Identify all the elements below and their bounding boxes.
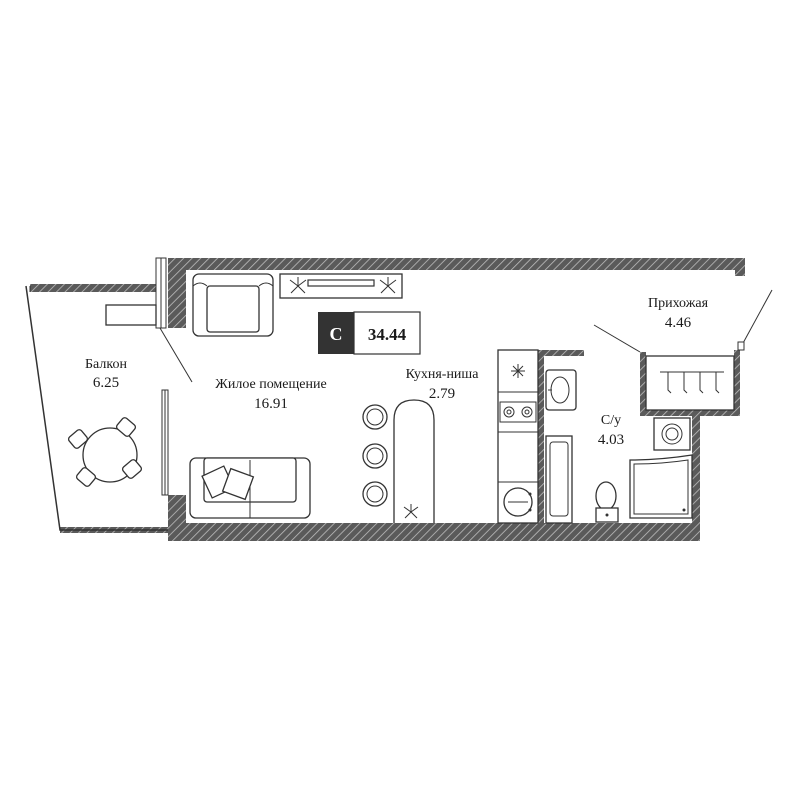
bathroom-fixtures [545, 369, 693, 524]
washing-machine-bath [653, 417, 691, 451]
wall-hall-right [734, 350, 740, 414]
wall-top [170, 258, 745, 270]
toilet [595, 481, 619, 523]
wall-right-bath [692, 412, 700, 540]
wall-left-lower [168, 495, 186, 541]
wall-hall-left [640, 352, 646, 414]
stove-icon [499, 401, 537, 423]
tv-stand [279, 273, 403, 299]
room-name-living: Жилое помещение [215, 377, 326, 392]
apartment-type-letter: С [330, 324, 343, 344]
plant-icon [403, 504, 419, 519]
balcony-outline [25, 285, 168, 531]
wall-left-upper [168, 258, 186, 328]
area-value-box [353, 311, 421, 355]
room-name-hallway: Прихожая [648, 296, 709, 311]
armchair [192, 273, 274, 337]
room-name-balcony: Балкон [85, 357, 127, 372]
entrance-lines [593, 289, 773, 353]
room-area-bathroom: 4.03 [598, 432, 624, 448]
wall-kitchen-bath [538, 350, 584, 356]
bar-counter [393, 399, 435, 523]
room-labels: Балкон 6.25 Жилое помещение 16.91 Кухня-… [85, 296, 709, 448]
room-area-balcony: 6.25 [93, 375, 119, 391]
plant-icon [379, 277, 397, 294]
balcony-furniture [67, 304, 157, 487]
plant-icon [289, 277, 307, 294]
room-area-hallway: 4.46 [665, 315, 692, 331]
wall-kitchen-bath-vertical [538, 350, 544, 525]
balcony-ac-unit [105, 304, 157, 326]
bar-stools [362, 404, 388, 507]
wall-balcony-top [30, 284, 160, 292]
type-badge-box [318, 312, 354, 354]
kitchen-furniture [497, 349, 539, 524]
wall-hall-bath [640, 410, 740, 416]
living-furniture [189, 273, 435, 523]
room-name-kitchen: Кухня-ниша [406, 367, 480, 382]
shower-tray [629, 454, 693, 519]
room-area-living: 16.91 [254, 396, 288, 412]
room-name-bathroom: С/у [601, 413, 621, 428]
dining-table-round [67, 417, 143, 487]
room-area-kitchen: 2.79 [429, 386, 455, 402]
wall-bottom-living [186, 523, 578, 541]
hallway-wardrobe [645, 355, 735, 411]
bathtub [545, 435, 573, 524]
wall-top-right-end [735, 258, 745, 276]
washing-machine-icon [503, 487, 533, 517]
total-area-value: 34.44 [368, 325, 407, 344]
sink [545, 369, 577, 411]
balcony-door [155, 257, 193, 496]
wall-bottom-bath [578, 523, 700, 541]
fridge-snowflake-icon [511, 364, 525, 378]
total-area-badge: С 34.44 [318, 311, 421, 355]
sofa [189, 457, 311, 519]
